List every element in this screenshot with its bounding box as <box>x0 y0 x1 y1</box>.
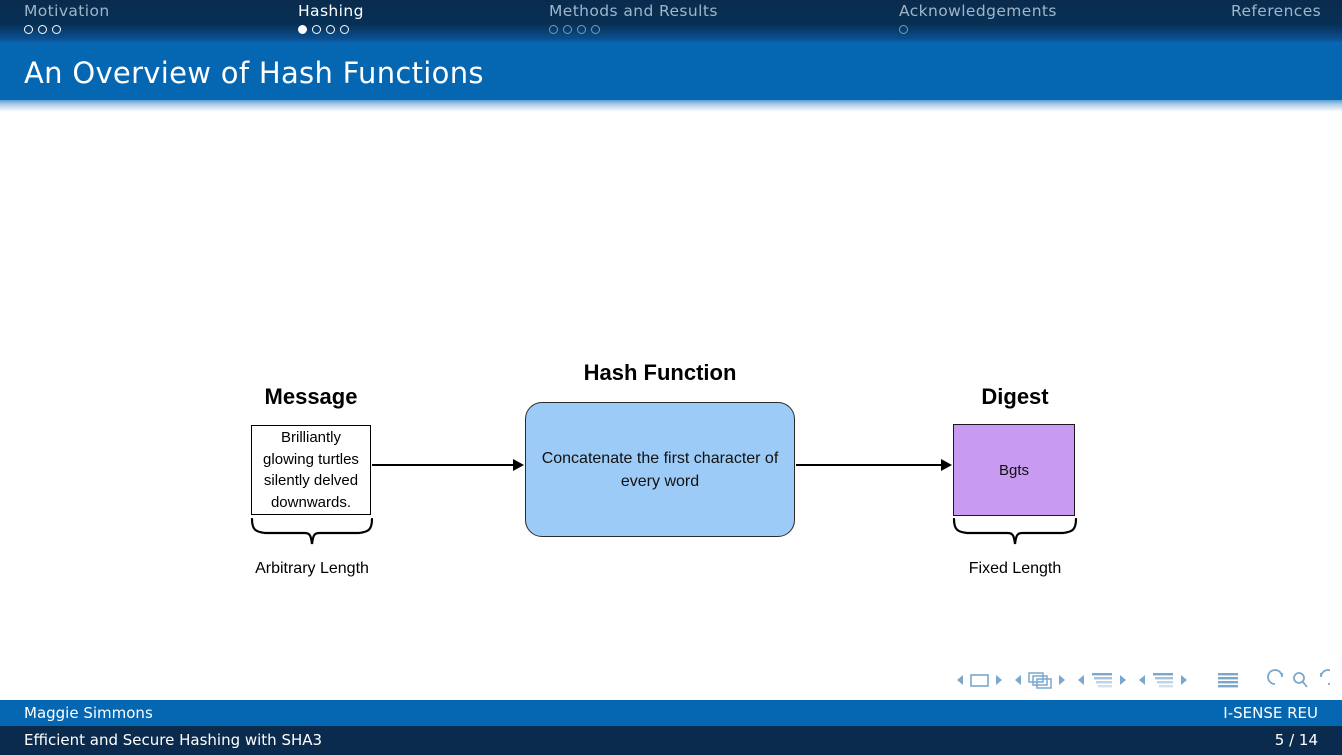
nav-dot[interactable] <box>38 25 47 34</box>
footer-top-bar <box>0 700 1342 726</box>
nav-section-references[interactable]: References <box>1231 2 1321 36</box>
nav-dot[interactable] <box>312 25 321 34</box>
next-slide-icon <box>996 675 1002 685</box>
slide-icon <box>970 674 989 687</box>
slide-content-area: Message Hash Function Digest Brilliantly… <box>0 112 1342 665</box>
prev-slide-icon <box>957 675 963 685</box>
digest-brace-icon <box>952 518 1078 545</box>
back-icon <box>1267 669 1283 685</box>
arrow-hash-to-digest-icon <box>796 459 952 471</box>
arrow-shaft <box>796 464 943 466</box>
nav-dot[interactable] <box>340 25 349 34</box>
nav-section-label: Acknowledgements <box>899 2 1057 20</box>
footer-presentation-title: Efficient and Secure Hashing with SHA3 <box>24 731 323 749</box>
footer-institute: I-SENSE REU <box>1223 704 1318 722</box>
next-section-icon <box>1181 675 1187 685</box>
title-bar-fade <box>0 100 1342 112</box>
footer-author: Maggie Simmons <box>24 704 153 722</box>
search-icon <box>1293 672 1305 684</box>
footer-bottom-bar <box>0 726 1342 755</box>
prev-section-icon <box>1139 675 1145 685</box>
page-title: An Overview of Hash Functions <box>24 56 484 90</box>
nav-section-dots <box>899 23 1057 36</box>
message-brace-icon <box>250 518 374 545</box>
nav-section-label: References <box>1231 2 1322 20</box>
nav-section-dots <box>549 23 718 36</box>
frame-icon <box>1028 672 1052 689</box>
nav-dot[interactable] <box>326 25 335 34</box>
nav-dot[interactable] <box>577 25 586 34</box>
slide-title-bar <box>0 44 1342 100</box>
nav-section-label: Motivation <box>24 2 110 20</box>
arrow-shaft <box>372 464 515 466</box>
nav-section-dots <box>298 23 364 36</box>
nav-section-dots <box>24 23 110 36</box>
section-icon <box>1153 673 1173 688</box>
nav-dot-current[interactable] <box>298 25 307 34</box>
search-handle-icon <box>1302 681 1308 688</box>
navigation-symbols-svg <box>957 669 1336 689</box>
next-subsection-icon <box>1120 675 1126 685</box>
nav-section-methods-and-results[interactable]: Methods and Results <box>549 2 718 36</box>
digest-box: Bgts <box>953 424 1075 516</box>
message-caption: Arbitrary Length <box>255 560 369 577</box>
nav-section-motivation[interactable]: Motivation <box>24 2 110 36</box>
nav-dot[interactable] <box>52 25 61 34</box>
nav-section-label: Hashing <box>298 2 364 20</box>
digest-caption: Fixed Length <box>968 560 1062 577</box>
nav-dot[interactable] <box>899 25 908 34</box>
nav-section-hashing[interactable]: Hashing <box>298 2 364 36</box>
hash-function-diagram: Message Hash Function Digest Brilliantly… <box>205 252 1135 577</box>
hash-function-box: Concatenate the first character of every… <box>525 402 795 537</box>
section-navigation: Motivation Hashing Methods and Results <box>0 0 1342 40</box>
nav-section-dots <box>1231 23 1321 36</box>
nav-dot[interactable] <box>549 25 558 34</box>
arrow-head <box>513 459 524 471</box>
beamer-navigation-symbols <box>955 668 1336 694</box>
nav-dot[interactable] <box>591 25 600 34</box>
subsection-icon <box>1092 673 1112 688</box>
message-text: Brilliantly glowing turtles silently del… <box>263 429 359 511</box>
nav-dot[interactable] <box>563 25 572 34</box>
arrow-message-to-hash-icon <box>372 459 524 471</box>
nav-dot[interactable] <box>24 25 33 34</box>
nav-section-acknowledgements[interactable]: Acknowledgements <box>899 2 1057 36</box>
message-heading: Message <box>264 384 358 409</box>
next-frame-icon <box>1059 675 1065 685</box>
message-box: Brilliantly glowing turtles silently del… <box>251 425 371 515</box>
digest-text: Bgts <box>998 461 1029 479</box>
hash-function-text: Concatenate the first character of every… <box>541 449 779 490</box>
document-icon <box>1218 673 1238 688</box>
footer-page-number: 5 / 14 <box>1274 731 1318 749</box>
digest-heading: Digest <box>981 384 1049 409</box>
hash-function-heading: Hash Function <box>583 360 737 385</box>
beamer-headline-navbar: Motivation Hashing Methods and Results <box>0 0 1342 44</box>
arrow-head <box>941 459 952 471</box>
forward-icon <box>1320 669 1336 685</box>
prev-frame-icon <box>1015 675 1021 685</box>
prev-subsection-icon <box>1078 675 1084 685</box>
nav-section-label: Methods and Results <box>549 2 718 20</box>
